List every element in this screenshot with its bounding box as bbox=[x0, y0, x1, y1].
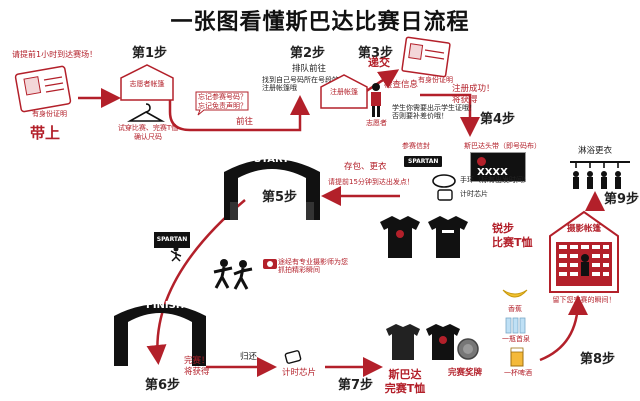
step-7-label: 第7步 bbox=[338, 378, 374, 393]
step-1-label: 第1步 bbox=[132, 46, 168, 61]
spartan-bag-tag: SPARTAN bbox=[404, 156, 443, 167]
race-tee-label-1: 锐步 bbox=[492, 222, 514, 235]
medal-label: 完赛奖牌 bbox=[448, 368, 483, 378]
chip-label: 计时芯片 bbox=[460, 190, 488, 198]
finisher-tee-label-1: 斯巴达 bbox=[388, 368, 422, 381]
finish-reward-1: 完赛！ bbox=[184, 356, 210, 366]
water-label: 一瓶首泉 bbox=[502, 335, 530, 343]
banana-icon bbox=[502, 289, 528, 298]
step-4-label: 第4步 bbox=[480, 112, 516, 127]
banana-label: 香蕉 bbox=[508, 305, 522, 313]
id-caption: 有身份证明 bbox=[32, 110, 67, 118]
beer-icon bbox=[510, 347, 524, 367]
photo-note-1: 途经有专业摄影师为您 bbox=[278, 258, 348, 266]
hanger-icon bbox=[126, 103, 166, 122]
registration-tent-label: 注册帐篷 bbox=[330, 88, 358, 96]
find-note-1: 找到自己号码所在号段的 bbox=[262, 76, 339, 84]
volunteer-person-icon bbox=[371, 83, 381, 117]
step-3-label: 第3步 bbox=[358, 46, 394, 61]
obstacle-figure-icon bbox=[170, 246, 182, 262]
finisher-tee-label-2: 完赛T恤 bbox=[384, 382, 426, 395]
start-note: 请提前15分钟到达出发点！ bbox=[328, 178, 414, 186]
finish-arch bbox=[114, 304, 206, 366]
question-bubble bbox=[195, 91, 249, 116]
volunteer-tent-label: 志愿者帐篷 bbox=[129, 80, 165, 88]
id-card-icon bbox=[14, 65, 72, 113]
medal-icon bbox=[457, 338, 479, 360]
form-caption: 有身份证明 bbox=[418, 76, 453, 84]
wristband-label: 手环（标有出发时间） bbox=[460, 176, 530, 184]
shower-label: 淋浴更衣 bbox=[578, 146, 613, 156]
step-9-label: 第9步 bbox=[604, 192, 640, 207]
arrive-early-note: 请提前1小时到达赛场！ bbox=[12, 50, 98, 59]
spartan-helmet-icon bbox=[477, 156, 486, 166]
submit-label: 递交 bbox=[368, 56, 390, 69]
kit-bag-title: 参赛信封 bbox=[402, 142, 430, 150]
water-bottles-icon bbox=[505, 317, 526, 334]
page-title: 一张图看懂斯巴达比赛日流程 bbox=[170, 10, 470, 35]
spartan-sign: SPARTAN bbox=[154, 232, 190, 248]
step-8-label: 第8步 bbox=[580, 352, 616, 367]
photo-tent-note: 留下您完赛的瞬间！ bbox=[552, 296, 616, 304]
volunteer-tent-icon bbox=[120, 64, 174, 101]
reg-success-1: 注册成功！ bbox=[452, 84, 495, 94]
shower-stalls-icon bbox=[570, 161, 630, 189]
store-change-label: 存包、更衣 bbox=[344, 162, 387, 172]
finish-reward-2: 将获得 bbox=[184, 367, 210, 377]
start-arch-label: START bbox=[254, 154, 290, 165]
student-note-2: 否则要补差价哦！ bbox=[392, 112, 448, 120]
queue-label: 排队前往 bbox=[292, 64, 327, 74]
bring-label: 带上 bbox=[30, 124, 61, 142]
registration-tent-icon bbox=[320, 74, 368, 109]
runners-icon bbox=[213, 259, 253, 290]
finisher-tshirts bbox=[386, 324, 460, 360]
beer-label: 一杯啤酒 bbox=[504, 369, 532, 377]
race-tee-label-2: 比赛T恤 bbox=[492, 236, 533, 249]
photo-tent-label: 摄影帐篷 bbox=[566, 224, 601, 234]
step-6-label: 第6步 bbox=[145, 378, 181, 393]
chip-return-label: 计时芯片 bbox=[282, 368, 317, 378]
bib-number: XXXX bbox=[477, 167, 508, 178]
chip-return-icon bbox=[284, 350, 302, 364]
finish-arch-label: FINISH bbox=[146, 300, 185, 311]
find-note-2: 注册帐篷哦 bbox=[262, 84, 297, 92]
step-2-label: 第2步 bbox=[290, 46, 326, 61]
reg-success-2: 将获得 bbox=[452, 95, 478, 105]
step-5-label: 第5步 bbox=[262, 190, 298, 205]
id-form-icon bbox=[401, 36, 451, 78]
student-note-1: 学生你需要出示学生证哦！ bbox=[392, 104, 476, 112]
start-arch bbox=[224, 159, 320, 220]
go-label: 前往 bbox=[236, 117, 254, 127]
verify-label: 检查信息 bbox=[384, 80, 419, 90]
photo-note-2: 抓拍精彩瞬间 bbox=[278, 266, 320, 274]
tent-caption-2: 确认尺码 bbox=[134, 133, 162, 141]
bib-plate: XXXX bbox=[470, 152, 526, 182]
ask-line-1: 忘记参赛号码？ bbox=[198, 93, 247, 101]
kit-head-title: 斯巴达头带（即号码布） bbox=[464, 142, 541, 150]
chip-icon bbox=[437, 189, 453, 201]
tent-caption-1: 试穿比赛、完赛T恤 bbox=[117, 124, 179, 132]
photo-tent-icon bbox=[549, 210, 619, 293]
race-tshirts bbox=[380, 216, 468, 258]
ask-line-2: 忘记免责声明？ bbox=[198, 102, 247, 110]
camera-icon bbox=[263, 259, 277, 269]
return-label: 归还 bbox=[240, 352, 258, 362]
volunteer-label: 志愿者 bbox=[366, 119, 387, 127]
wristband-icon bbox=[432, 174, 456, 188]
